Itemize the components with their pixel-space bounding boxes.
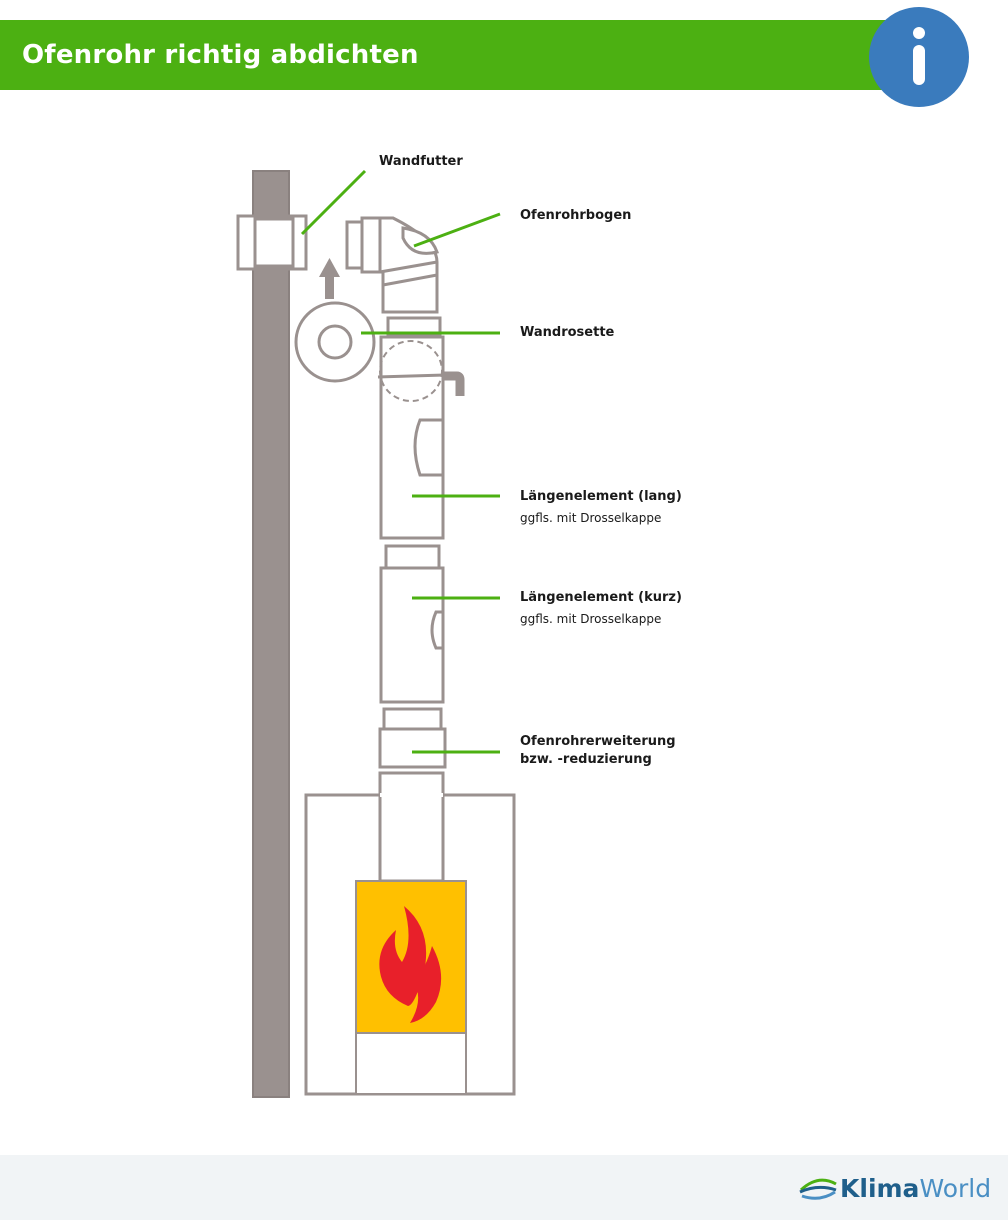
footer <box>0 1155 1008 1220</box>
logo-mark-icon <box>799 1178 837 1200</box>
label-laengenelement-lang: Längenelement (lang) <box>520 489 682 504</box>
leader-lines <box>300 169 501 754</box>
erweiterung-part <box>378 707 447 769</box>
wandrosette-part <box>294 301 376 383</box>
page-title: Ofenrohr richtig abdichten <box>22 40 419 70</box>
flame-icon <box>379 906 442 1023</box>
header-bar <box>0 20 900 90</box>
laengenelement-kurz-part <box>379 544 445 704</box>
arrow-up-icon <box>319 258 340 299</box>
label-wandfutter: Wandfutter <box>379 154 463 169</box>
logo-text-bold: Klima <box>840 1174 920 1203</box>
label-erweiterung-line2: bzw. -reduzierung <box>520 752 652 767</box>
stove-pipe-stub <box>378 771 445 883</box>
damper-handle <box>443 371 465 396</box>
wandfutter-part <box>236 214 308 271</box>
label-laengenelement-kurz: Längenelement (kurz) <box>520 590 682 605</box>
leader-ofenrohrbogen <box>413 212 501 248</box>
laengenelement-lang-part <box>377 335 446 540</box>
ash-drawer <box>355 1032 467 1095</box>
ofenrohrbogen-part <box>345 216 439 314</box>
logo-text-light: World <box>919 1174 992 1203</box>
sublabel-laengenelement-lang: ggfls. mit Drosselkappe <box>520 511 662 525</box>
label-erweiterung-line1: Ofenrohrerweiterung <box>520 734 676 749</box>
label-wandrosette: Wandrosette <box>520 325 615 340</box>
sublabel-laengenelement-kurz: ggfls. mit Drosselkappe <box>520 612 662 626</box>
info-icon <box>869 7 969 107</box>
label-ofenrohrbogen: Ofenrohrbogen <box>520 208 632 223</box>
wall <box>252 170 290 1098</box>
leader-wandfutter <box>300 169 367 236</box>
